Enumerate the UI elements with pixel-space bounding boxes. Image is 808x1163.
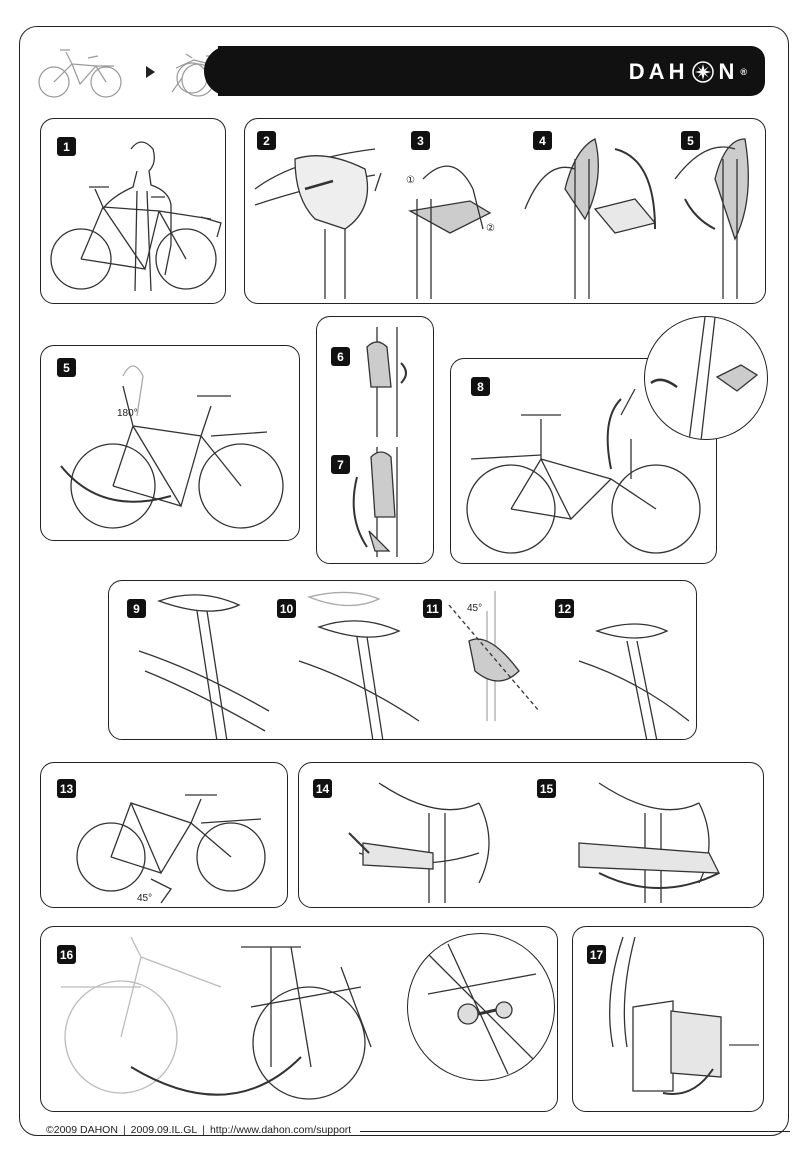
zoom-illustration <box>427 943 537 1075</box>
marker-1: ① <box>406 175 415 186</box>
play-arrow-icon <box>146 66 155 78</box>
bicycle-illustration <box>76 794 266 904</box>
step-badge: 14 <box>313 779 332 798</box>
bicycle-icon <box>38 49 122 98</box>
dahon-logo: DAH N ® <box>628 59 747 84</box>
step-badge: 1 <box>57 137 76 156</box>
step-badge: 7 <box>331 455 350 474</box>
panel-step-5-rotate: 5 180° <box>40 345 300 541</box>
panel-step-17: 17 <box>572 926 764 1112</box>
magnet-illustration <box>609 936 759 1095</box>
step-badge: 5 <box>57 358 76 377</box>
step-badge: 11 <box>423 599 442 618</box>
document-code: 2009.09.IL.GL <box>130 1124 198 1136</box>
step-badge: 8 <box>471 377 490 396</box>
footer-separator: | <box>202 1124 205 1136</box>
step-badge: 2 <box>257 131 276 150</box>
bicycle-illustration <box>60 365 284 529</box>
bicycle-illustration <box>50 141 222 292</box>
step-badge: 5 <box>681 131 700 150</box>
step-badge: 17 <box>587 945 606 964</box>
panel-steps-6-7: 6 7 <box>316 316 434 564</box>
step-badge: 15 <box>537 779 556 798</box>
panel-step-13: 13 45° <box>40 762 288 908</box>
rotation-label: 180° <box>117 408 138 419</box>
step-badge: 13 <box>57 779 76 798</box>
copyright-text: ©2009 DAHON <box>46 1124 118 1136</box>
panel-step-16-zoom <box>407 933 555 1081</box>
handlebar-fold-illustration <box>254 138 749 299</box>
marker-2: ② <box>486 223 495 234</box>
step-badge: 16 <box>57 945 76 964</box>
support-link[interactable]: http://www.dahon.com/support <box>209 1124 352 1136</box>
zoom-illustration <box>650 317 759 439</box>
panel-step-8-zoom <box>644 316 768 440</box>
step-badge: 3 <box>411 131 430 150</box>
pedal-angle-label: 45° <box>137 893 153 904</box>
step-badge: 10 <box>277 599 296 618</box>
dahon-star-icon <box>692 61 715 83</box>
footer-divider <box>360 1131 790 1132</box>
bicycle-illustration <box>466 388 701 554</box>
footer: ©2009 DAHON | 2009.09.IL.GL | http://www… <box>46 1124 351 1136</box>
step-badge: 12 <box>555 599 574 618</box>
panel-steps-9-12: 9 10 11 12 45° <box>108 580 697 740</box>
folding-illustration <box>61 936 372 1100</box>
saddle-illustration <box>138 591 690 739</box>
panel-step-1: 1 <box>40 118 226 304</box>
footer-separator: | <box>122 1124 126 1136</box>
seat-angle-label: 45° <box>467 603 483 614</box>
step-badge: 4 <box>533 131 552 150</box>
panel-steps-2-5: 2 3 4 5 ① ② <box>244 118 766 304</box>
hinge-illustration <box>352 327 407 557</box>
brand-header: DAH N ® <box>204 46 765 96</box>
step-badge: 9 <box>127 599 146 618</box>
pedal-illustration <box>348 782 721 903</box>
panel-steps-14-15: 14 15 <box>298 762 764 908</box>
panel-step-16: 16 <box>40 926 558 1112</box>
page-frame <box>19 26 789 1136</box>
step-badge: 6 <box>331 347 350 366</box>
